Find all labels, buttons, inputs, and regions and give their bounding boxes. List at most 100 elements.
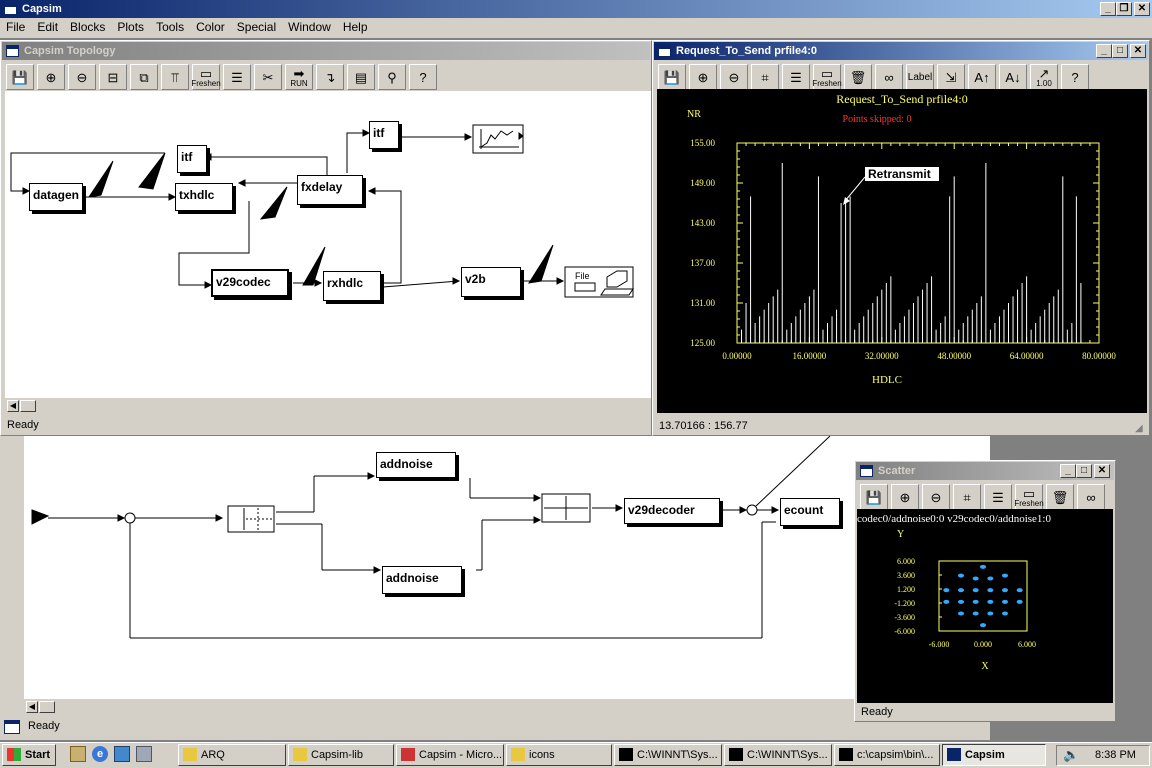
taskbar-item-0[interactable]: ARQ (178, 744, 286, 766)
refresh-button[interactable]: ▭Freshen (812, 64, 842, 90)
addnoise-block-2[interactable]: addnoise (382, 566, 462, 594)
taskbar-item-5[interactable]: C:\WINNT\Sys... (724, 744, 832, 766)
list-button[interactable]: ☰ (223, 64, 251, 90)
minimize-button[interactable]: _ (1060, 464, 1076, 478)
start-button[interactable]: Start (2, 744, 56, 766)
taskbar-item-1[interactable]: Capsim-lib (288, 744, 394, 766)
list-icon: ☰ (790, 69, 802, 85)
fxdelay-block[interactable]: fxdelay (297, 175, 363, 205)
rxhdlc-block[interactable]: rxhdlc (323, 271, 381, 301)
resize-grip-icon[interactable]: ◢ (1135, 423, 1143, 434)
app-icon (4, 3, 17, 15)
menu-item-file[interactable]: File (6, 20, 26, 34)
system-horizontal-scrollbar[interactable]: ◀ (24, 698, 990, 714)
refresh-button[interactable]: ▭Freshen (191, 64, 221, 90)
document-button[interactable]: ▤ (347, 64, 375, 90)
itf-block-2[interactable]: itf (369, 121, 399, 149)
list-button[interactable]: ☰ (984, 484, 1012, 510)
help-button[interactable]: ? (1061, 64, 1089, 90)
hierarchy-button[interactable]: ⫪ (161, 64, 189, 90)
taskbar-item-2[interactable]: Capsim - Micro... (396, 744, 504, 766)
scale-button[interactable]: ↗1.00 (1030, 64, 1058, 90)
close-button[interactable]: ✕ (1094, 464, 1110, 478)
menu-item-edit[interactable]: Edit (37, 20, 59, 34)
font-up-button[interactable]: A↑ (968, 64, 996, 90)
v29decoder-block[interactable]: v29decoder (624, 498, 720, 524)
scroll-thumb[interactable] (39, 701, 55, 713)
topology-title-bar: Capsim Topology (2, 42, 650, 60)
menu-item-special[interactable]: Special (236, 20, 277, 34)
taskbar-item-7[interactable]: Capsim (942, 744, 1046, 766)
v2b-block[interactable]: v2b (461, 267, 521, 297)
chart-title: Request_To_Send prfile4:0 (836, 92, 967, 106)
run-button[interactable]: ➡RUN (285, 64, 313, 90)
label-button[interactable]: Label (906, 64, 934, 90)
addnoise-block-1[interactable]: addnoise (376, 452, 456, 478)
taskbar-item-3[interactable]: icons (506, 744, 612, 766)
trash-button[interactable]: 🗑 (1046, 484, 1074, 510)
restore-button[interactable]: ❐ (1116, 2, 1132, 16)
maximize-button[interactable]: □ (1112, 44, 1128, 58)
minimize-button[interactable]: _ (1096, 44, 1112, 58)
trash-button[interactable]: 🗑 (844, 64, 872, 90)
close-button[interactable]: ✕ (1130, 44, 1146, 58)
zoom-out-icon: ⊖ (76, 69, 88, 85)
itf-block-1[interactable]: itf (177, 145, 207, 173)
zoom-out-button[interactable]: ⊖ (922, 484, 950, 510)
scroll-left-icon[interactable]: ◀ (7, 400, 19, 412)
minimize-button[interactable]: _ (1100, 2, 1116, 16)
grid-button[interactable]: ⌗ (751, 64, 779, 90)
zoom-out-button[interactable]: ⊖ (720, 64, 748, 90)
link-button[interactable]: ∞ (1077, 484, 1105, 510)
scatter-point (1002, 611, 1008, 616)
link-button[interactable]: ∞ (875, 64, 903, 90)
help-button[interactable]: ? (409, 64, 437, 90)
taskbar-item-label: C:\WINNT\Sys... (747, 749, 828, 761)
taskbar-item-4[interactable]: C:\WINNT\Sys... (614, 744, 722, 766)
grid-button[interactable]: ⌗ (953, 484, 981, 510)
delete-button[interactable]: ✂ (254, 64, 282, 90)
zoom-in-button[interactable]: ⊕ (891, 484, 919, 510)
save-button[interactable]: 💾 (860, 484, 888, 510)
maximize-button[interactable]: □ (1076, 464, 1092, 478)
arrow-button[interactable]: ↴ (316, 64, 344, 90)
save-button[interactable]: 💾 (658, 64, 686, 90)
connect-button[interactable]: ⧉ (130, 64, 158, 90)
taskbar-item-label: Capsim (965, 749, 1005, 761)
scatter-status: Ready (861, 706, 893, 718)
menu-item-window[interactable]: Window (288, 20, 331, 34)
ie-icon[interactable]: e (92, 746, 108, 762)
link-icon: ∞ (1086, 489, 1096, 505)
block-button[interactable]: ⊟ (99, 64, 127, 90)
speaker-icon[interactable]: 🔈 (1063, 747, 1080, 762)
scroll-left-icon[interactable]: ◀ (26, 701, 38, 713)
list-button[interactable]: ☰ (782, 64, 810, 90)
ecount-block[interactable]: ecount (780, 498, 840, 526)
outlook-icon[interactable] (114, 746, 130, 762)
save-button[interactable]: 💾 (6, 64, 34, 90)
font-down-button[interactable]: A↓ (999, 64, 1027, 90)
tree-button[interactable]: ⚲ (378, 64, 406, 90)
probe-marker-5 (527, 244, 554, 284)
menu-item-help[interactable]: Help (342, 20, 368, 34)
zoom-in-button[interactable]: ⊕ (689, 64, 717, 90)
txhdlc-block[interactable]: txhdlc (175, 183, 233, 211)
v29codec-block[interactable]: v29codec (211, 269, 289, 297)
zoom-in-button[interactable]: ⊕ (37, 64, 65, 90)
refresh-button[interactable]: ▭Freshen (1014, 484, 1044, 510)
menu-item-color[interactable]: Color (196, 20, 225, 34)
zoom-out-button[interactable]: ⊖ (68, 64, 96, 90)
datagen-block[interactable]: datagen (29, 183, 83, 211)
menu-item-blocks[interactable]: Blocks (70, 20, 106, 34)
menu-item-plots[interactable]: Plots (117, 20, 145, 34)
close-button[interactable]: ✕ (1134, 2, 1150, 16)
desktop-icon[interactable] (70, 746, 86, 762)
source-arrow (31, 509, 50, 525)
export-button[interactable]: ⇲ (937, 64, 965, 90)
topology-horizontal-scrollbar[interactable]: ◀ (5, 397, 651, 413)
scroll-thumb[interactable] (20, 400, 36, 412)
taskbar-item-6[interactable]: c:\capsim\bin\... (834, 744, 940, 766)
explorer-icon[interactable] (136, 746, 152, 762)
menu-item-tools[interactable]: Tools (156, 20, 185, 34)
